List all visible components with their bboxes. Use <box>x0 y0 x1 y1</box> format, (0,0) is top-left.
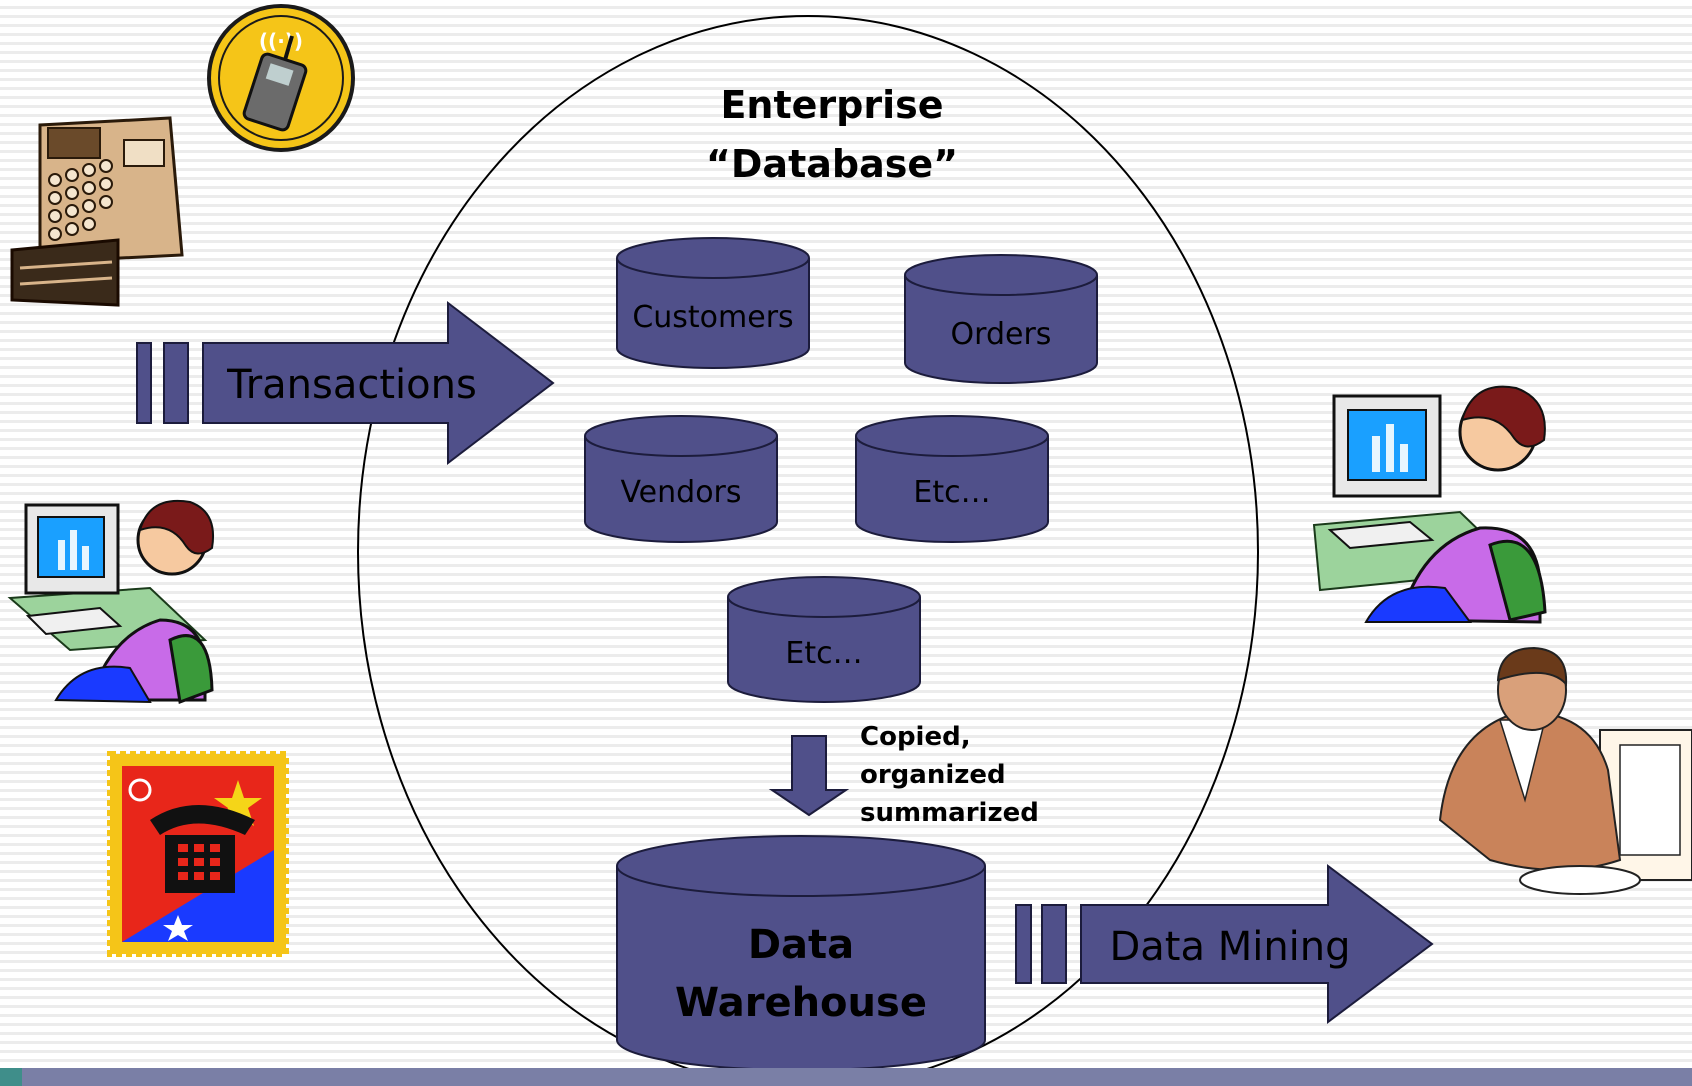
db-customers: Customers <box>616 237 810 369</box>
db-orders-label: Orders <box>951 317 1052 352</box>
db-customers-label: Customers <box>632 300 793 335</box>
transactions-label: Transactions <box>226 362 477 408</box>
woman-at-computer-right-icon <box>1312 385 1547 624</box>
transactions-arrow: Transactions <box>136 300 555 466</box>
cash-register-icon <box>10 116 184 307</box>
man-at-computer-icon <box>1438 646 1692 895</box>
footer-accent <box>0 1068 22 1086</box>
copy-note-line-1: Copied, <box>860 722 971 752</box>
data-warehouse-label-2: Warehouse <box>675 980 927 1026</box>
db-vendors-label: Vendors <box>620 475 741 510</box>
enterprise-boundary-ellipse <box>357 15 1259 1086</box>
copy-note-line-2: organized <box>860 760 1006 790</box>
data-warehouse-label-1: Data <box>748 922 854 968</box>
telephone-stamp-icon <box>107 751 289 957</box>
copy-note-line-3: summarized <box>860 798 1039 828</box>
title-line-2: “Database” <box>706 142 958 186</box>
data-mining-arrow: Data Mining <box>1015 864 1434 1024</box>
db-etc-2: Etc… <box>727 576 921 703</box>
cell-phone-icon: ((·)) <box>207 4 355 152</box>
db-etc-2-label: Etc… <box>785 636 862 671</box>
db-etc-1: Etc… <box>855 415 1049 543</box>
footer-bar <box>0 1068 1692 1086</box>
woman-at-computer-icon <box>7 499 214 705</box>
copy-down-arrow <box>768 735 850 817</box>
db-etc-1-label: Etc… <box>913 475 990 510</box>
db-vendors: Vendors <box>584 415 778 543</box>
data-warehouse-cylinder: Data Warehouse <box>616 835 986 1071</box>
data-mining-label: Data Mining <box>1109 924 1350 970</box>
db-orders: Orders <box>904 254 1098 384</box>
title-line-1: Enterprise <box>720 83 943 127</box>
svg-text:((·)): ((·)) <box>259 29 303 53</box>
